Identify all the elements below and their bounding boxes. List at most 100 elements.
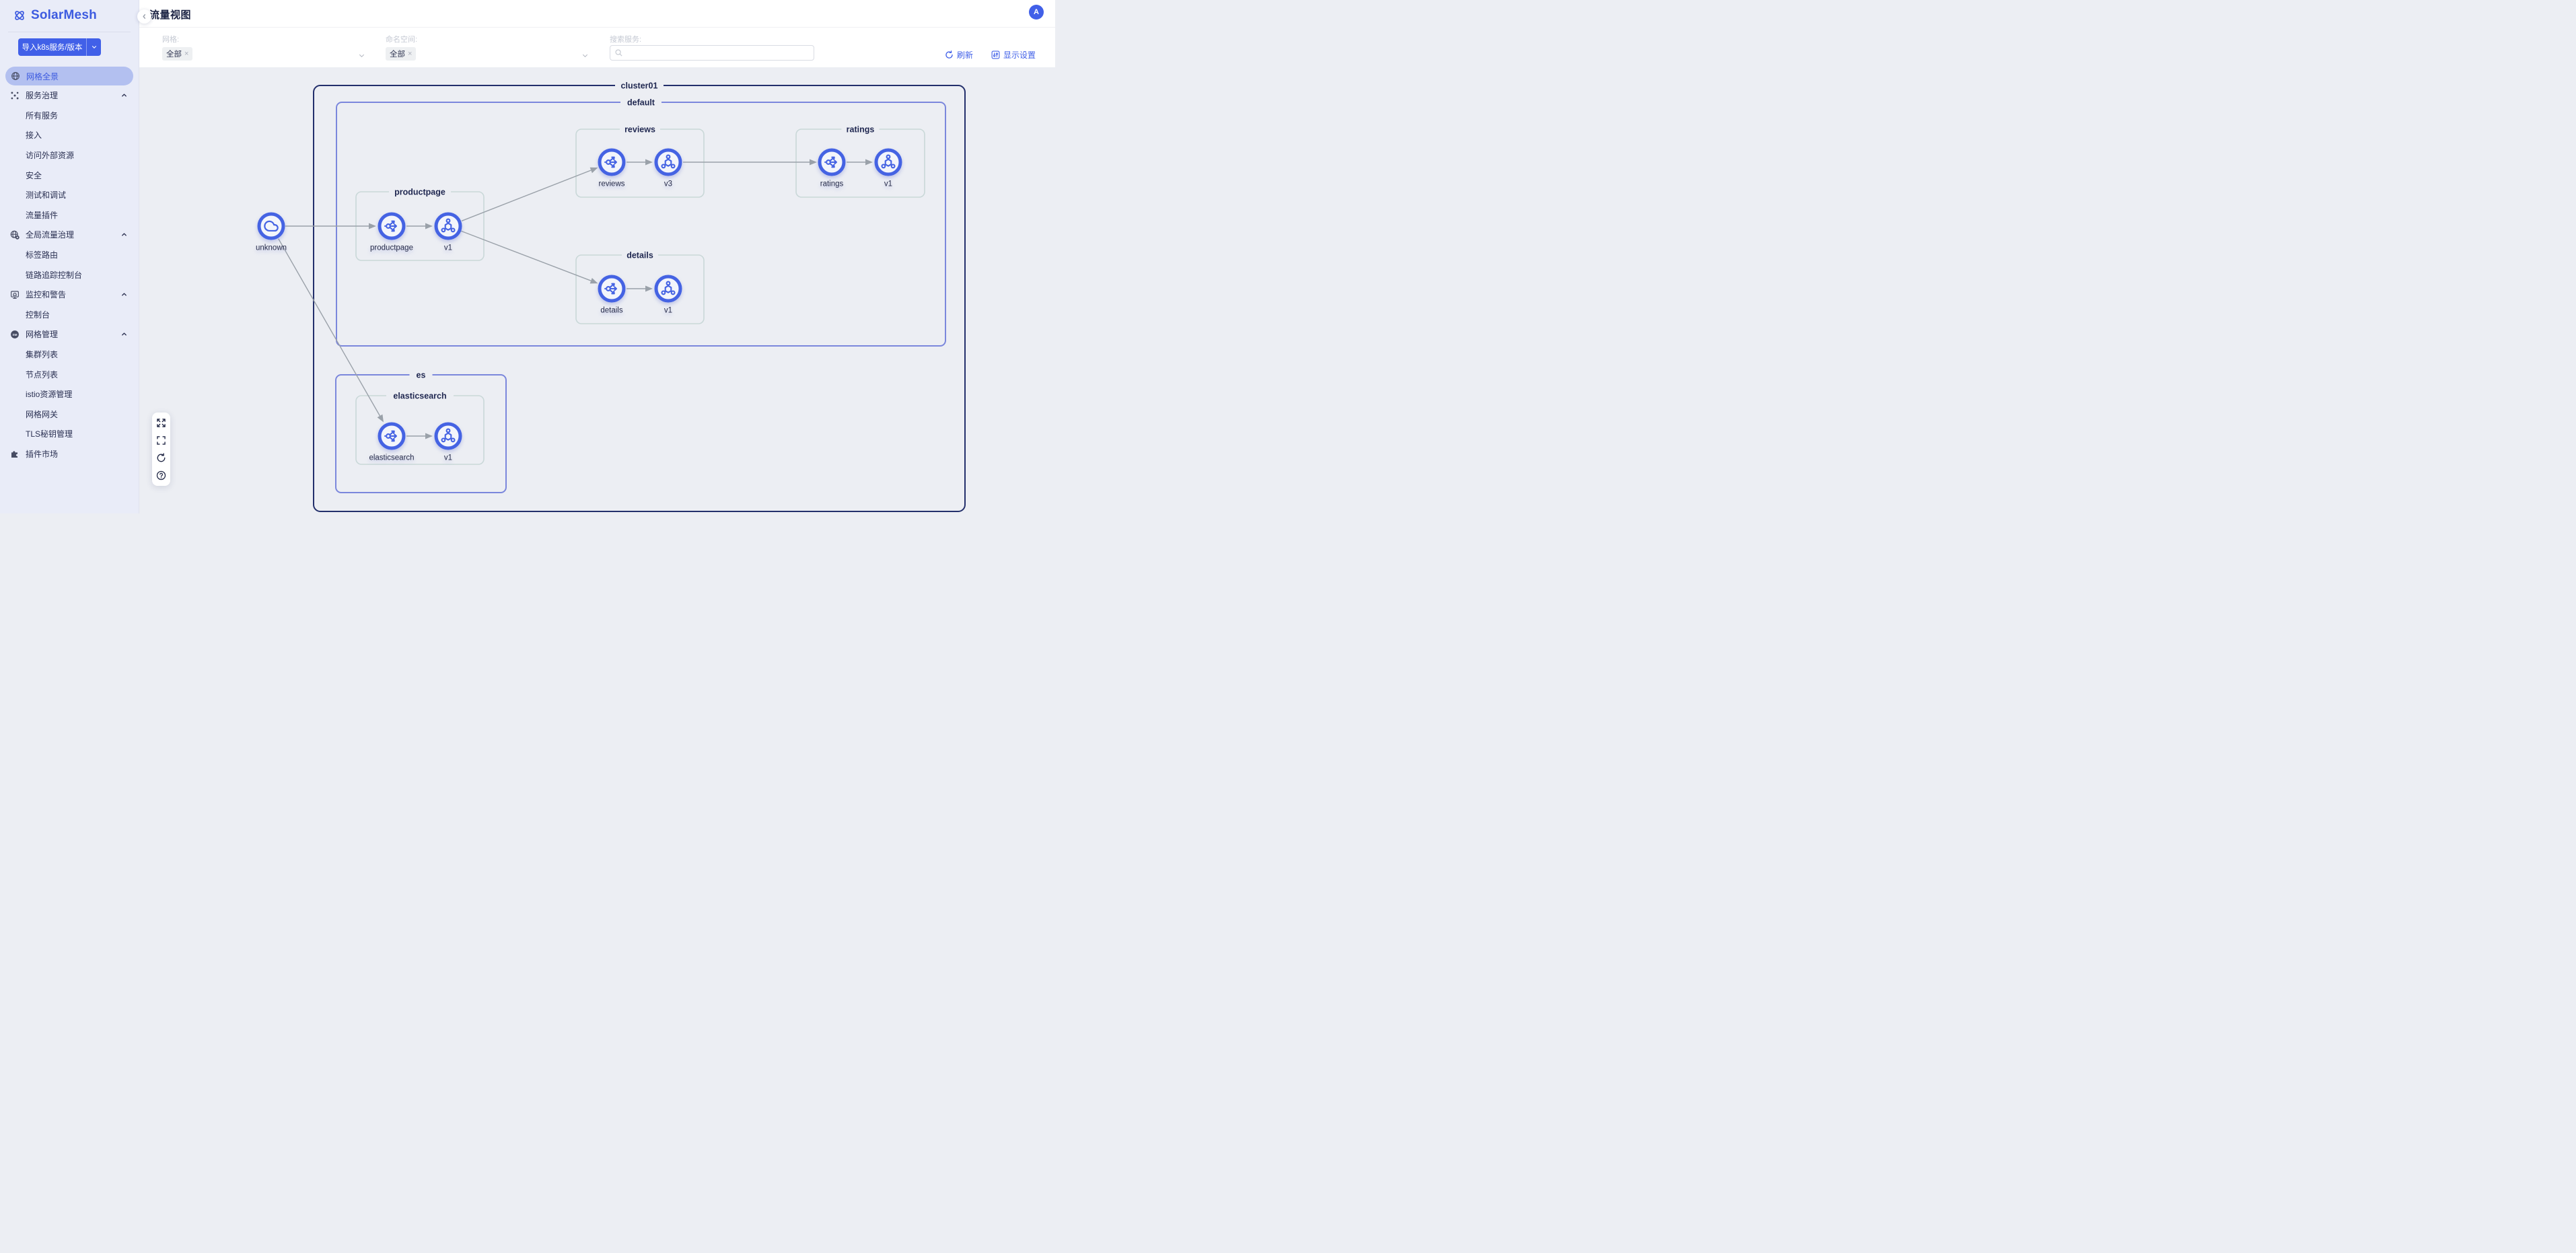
svg-text:v1: v1 xyxy=(884,180,892,188)
chip-remove-icon[interactable]: × xyxy=(184,50,189,58)
sidebar-item-console[interactable]: 控制台 xyxy=(26,310,50,320)
group-box-reviews: reviews xyxy=(575,124,705,198)
main-area: 流量视图 A 网格: 全部 × 命名空间: xyxy=(139,0,1055,513)
svg-text:ratings: ratings xyxy=(820,180,844,188)
namespace-filter: 命名空间: 全部 × xyxy=(386,28,589,67)
globe-gear-icon xyxy=(10,230,20,240)
chip-remove-icon[interactable]: × xyxy=(408,50,413,58)
top-bar: 流量视图 A xyxy=(139,0,1055,28)
search-input-wrapper xyxy=(610,45,814,61)
svg-text:productpage: productpage xyxy=(370,244,413,252)
graph-node-reviews[interactable]: reviews xyxy=(598,148,626,188)
search-filter: 搜索服务: xyxy=(610,28,816,67)
app-root: SolarMesh 导入k8s服务/版本 网格全景 服务治理 xyxy=(0,0,1055,513)
svg-text:unknown: unknown xyxy=(256,244,287,252)
filter-bar: 网格: 全部 × 命名空间: 全部 × xyxy=(139,28,1055,67)
fit-view-button[interactable] xyxy=(156,418,166,428)
svg-text:SM: SM xyxy=(13,333,17,336)
group-label: reviews xyxy=(624,125,655,135)
refresh-icon xyxy=(157,453,166,462)
namespace-box-es: es xyxy=(335,370,507,493)
fullscreen-button[interactable] xyxy=(156,435,166,445)
mesh-selected-chip: 全部 × xyxy=(162,47,193,61)
group-label: ratings xyxy=(847,125,875,135)
display-settings-button[interactable]: 显示设置 xyxy=(991,49,1036,61)
service-search-input[interactable] xyxy=(627,47,810,59)
svg-text:reviews: reviews xyxy=(599,180,625,188)
search-filter-label: 搜索服务: xyxy=(610,36,642,44)
sidebar-item-all-services[interactable]: 所有服务 xyxy=(26,110,59,120)
refresh-icon xyxy=(945,50,953,59)
chevron-up-icon xyxy=(120,92,128,99)
namespace-label: default xyxy=(627,98,655,108)
chevron-down-icon xyxy=(581,50,589,58)
graph-node-ratings-v1[interactable]: v1 xyxy=(874,148,902,188)
svg-text:v1: v1 xyxy=(664,307,672,315)
svg-text:details: details xyxy=(600,307,622,315)
sidebar-item-security[interactable]: 安全 xyxy=(26,170,42,180)
sidebar-item-test-debug[interactable]: 测试和调试 xyxy=(26,190,67,201)
import-k8s-button[interactable]: 导入k8s服务/版本 xyxy=(18,38,101,56)
sidebar-item-node-list[interactable]: 节点列表 xyxy=(26,369,59,380)
expand-arrows-icon xyxy=(157,419,166,427)
chevron-down-icon xyxy=(358,50,365,58)
sidebar-group-mesh-management[interactable]: SM 网格管理 xyxy=(0,324,139,345)
solarmesh-logo-icon xyxy=(13,9,26,22)
graph-node-details[interactable]: details xyxy=(598,275,626,315)
sidebar-group-monitoring-alerts[interactable]: 监控和警告 xyxy=(0,285,139,305)
graph-node-details-v1[interactable]: v1 xyxy=(654,275,682,315)
app-logo: SolarMesh xyxy=(13,8,97,23)
graph-node-ratings[interactable]: ratings xyxy=(818,148,846,188)
sidebar-group-service-governance[interactable]: 服务治理 xyxy=(0,85,139,106)
sidebar-item-plugin-market[interactable]: 插件市场 xyxy=(0,444,139,464)
graph-node-elasticsearch[interactable]: elasticsearch xyxy=(369,422,415,462)
graph-node-productpage[interactable]: productpage xyxy=(370,212,413,252)
svg-text:v1: v1 xyxy=(444,244,452,252)
mesh-filter: 网格: 全部 × xyxy=(162,28,365,67)
chevron-up-icon xyxy=(120,231,128,238)
sidebar-item-tracing-console[interactable]: 链路追踪控制台 xyxy=(26,270,83,280)
sidebar-menu: 网格全景 服务治理 所有服务 接入 访问外部资源 安全 测试和调试 流量插件 xyxy=(0,67,139,464)
sidebar-item-access[interactable]: 接入 xyxy=(26,131,42,141)
question-circle-icon xyxy=(156,470,166,480)
graph-node-productpage-v1[interactable]: v1 xyxy=(434,212,462,252)
sidebar-item-tls-keys[interactable]: TLS秘钥管理 xyxy=(26,429,73,439)
namespace-filter-label: 命名空间: xyxy=(386,36,418,44)
graph-node-elasticsearch-v1[interactable]: v1 xyxy=(434,422,462,462)
chevron-up-icon xyxy=(120,291,128,298)
group-label: productpage xyxy=(394,188,445,197)
mesh-select[interactable]: 全部 × xyxy=(162,46,365,62)
puzzle-icon xyxy=(10,449,20,458)
cluster-box: cluster01 xyxy=(313,81,966,512)
graph-node-reviews-v3[interactable]: v3 xyxy=(654,148,682,188)
graph-edges xyxy=(278,159,873,439)
namespace-selected-chip: 全部 × xyxy=(386,47,417,61)
traffic-graph-canvas[interactable]: cluster01 default es xyxy=(139,67,1055,513)
search-icon xyxy=(614,48,623,57)
sidebar-item-cluster-list[interactable]: 集群列表 xyxy=(26,350,59,360)
user-avatar[interactable]: A xyxy=(1029,5,1044,20)
sidebar-item-istio-resources[interactable]: istio资源管理 xyxy=(26,390,73,400)
sidebar-item-traffic-plugins[interactable]: 流量插件 xyxy=(26,210,59,220)
sidebar-collapse-button[interactable] xyxy=(137,9,151,24)
group-box-productpage: productpage xyxy=(355,187,485,261)
chevron-up-icon xyxy=(120,330,128,338)
import-button-dropdown[interactable] xyxy=(86,38,101,56)
sliders-icon xyxy=(991,50,1000,59)
namespace-select[interactable]: 全部 × xyxy=(386,46,589,62)
graph-node-unknown[interactable]: unknown xyxy=(256,212,287,252)
sidebar-item-label-routing[interactable]: 标签路由 xyxy=(26,250,59,260)
sidebar-item-mesh-overview[interactable]: 网格全景 xyxy=(5,67,133,85)
monitor-alert-icon xyxy=(10,290,20,299)
namespace-box-default: default xyxy=(336,98,946,347)
reload-graph-button[interactable] xyxy=(156,453,166,463)
sidebar-group-global-traffic[interactable]: 全局流量治理 xyxy=(0,225,139,245)
service-governance-icon xyxy=(10,91,20,100)
filter-actions: 刷新 显示设置 xyxy=(945,49,1036,61)
refresh-button[interactable]: 刷新 xyxy=(945,49,973,61)
sidebar-item-external-resources[interactable]: 访问外部资源 xyxy=(26,151,75,161)
sidebar-item-mesh-gateway[interactable]: 网格网关 xyxy=(26,409,59,419)
svg-text:v1: v1 xyxy=(444,454,452,462)
group-box-ratings: ratings xyxy=(795,124,925,198)
help-button[interactable] xyxy=(156,470,166,480)
